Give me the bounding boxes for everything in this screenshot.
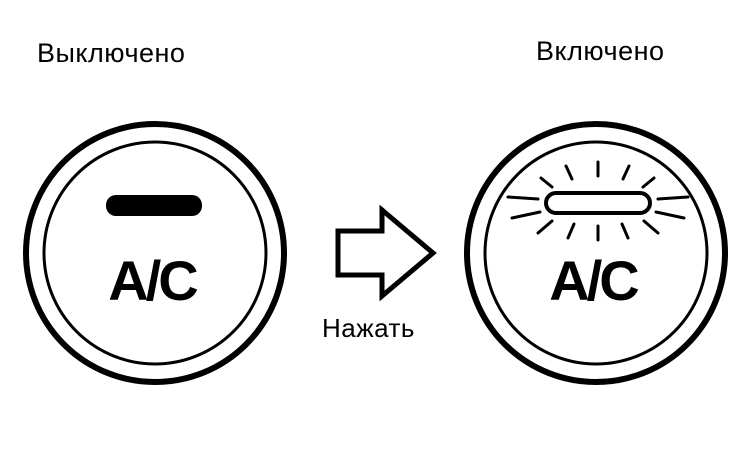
arrow-right-icon xyxy=(335,204,437,302)
ac-button-on[interactable]: A/C xyxy=(464,121,728,385)
indicator-glow-icon xyxy=(506,160,690,242)
ac-button-on-inner-ring xyxy=(483,140,709,366)
ac-button-on-label: A/C xyxy=(549,249,638,312)
ac-button-off-label: A/C xyxy=(108,249,197,312)
off-state-label: Выключено xyxy=(37,38,186,68)
ac-button-off[interactable]: A/C xyxy=(23,121,287,385)
on-state-label: Включено xyxy=(536,36,665,66)
ac-button-off-inner-ring xyxy=(42,140,268,366)
indicator-off-icon xyxy=(106,195,202,216)
press-action-label: Нажать xyxy=(322,313,415,343)
